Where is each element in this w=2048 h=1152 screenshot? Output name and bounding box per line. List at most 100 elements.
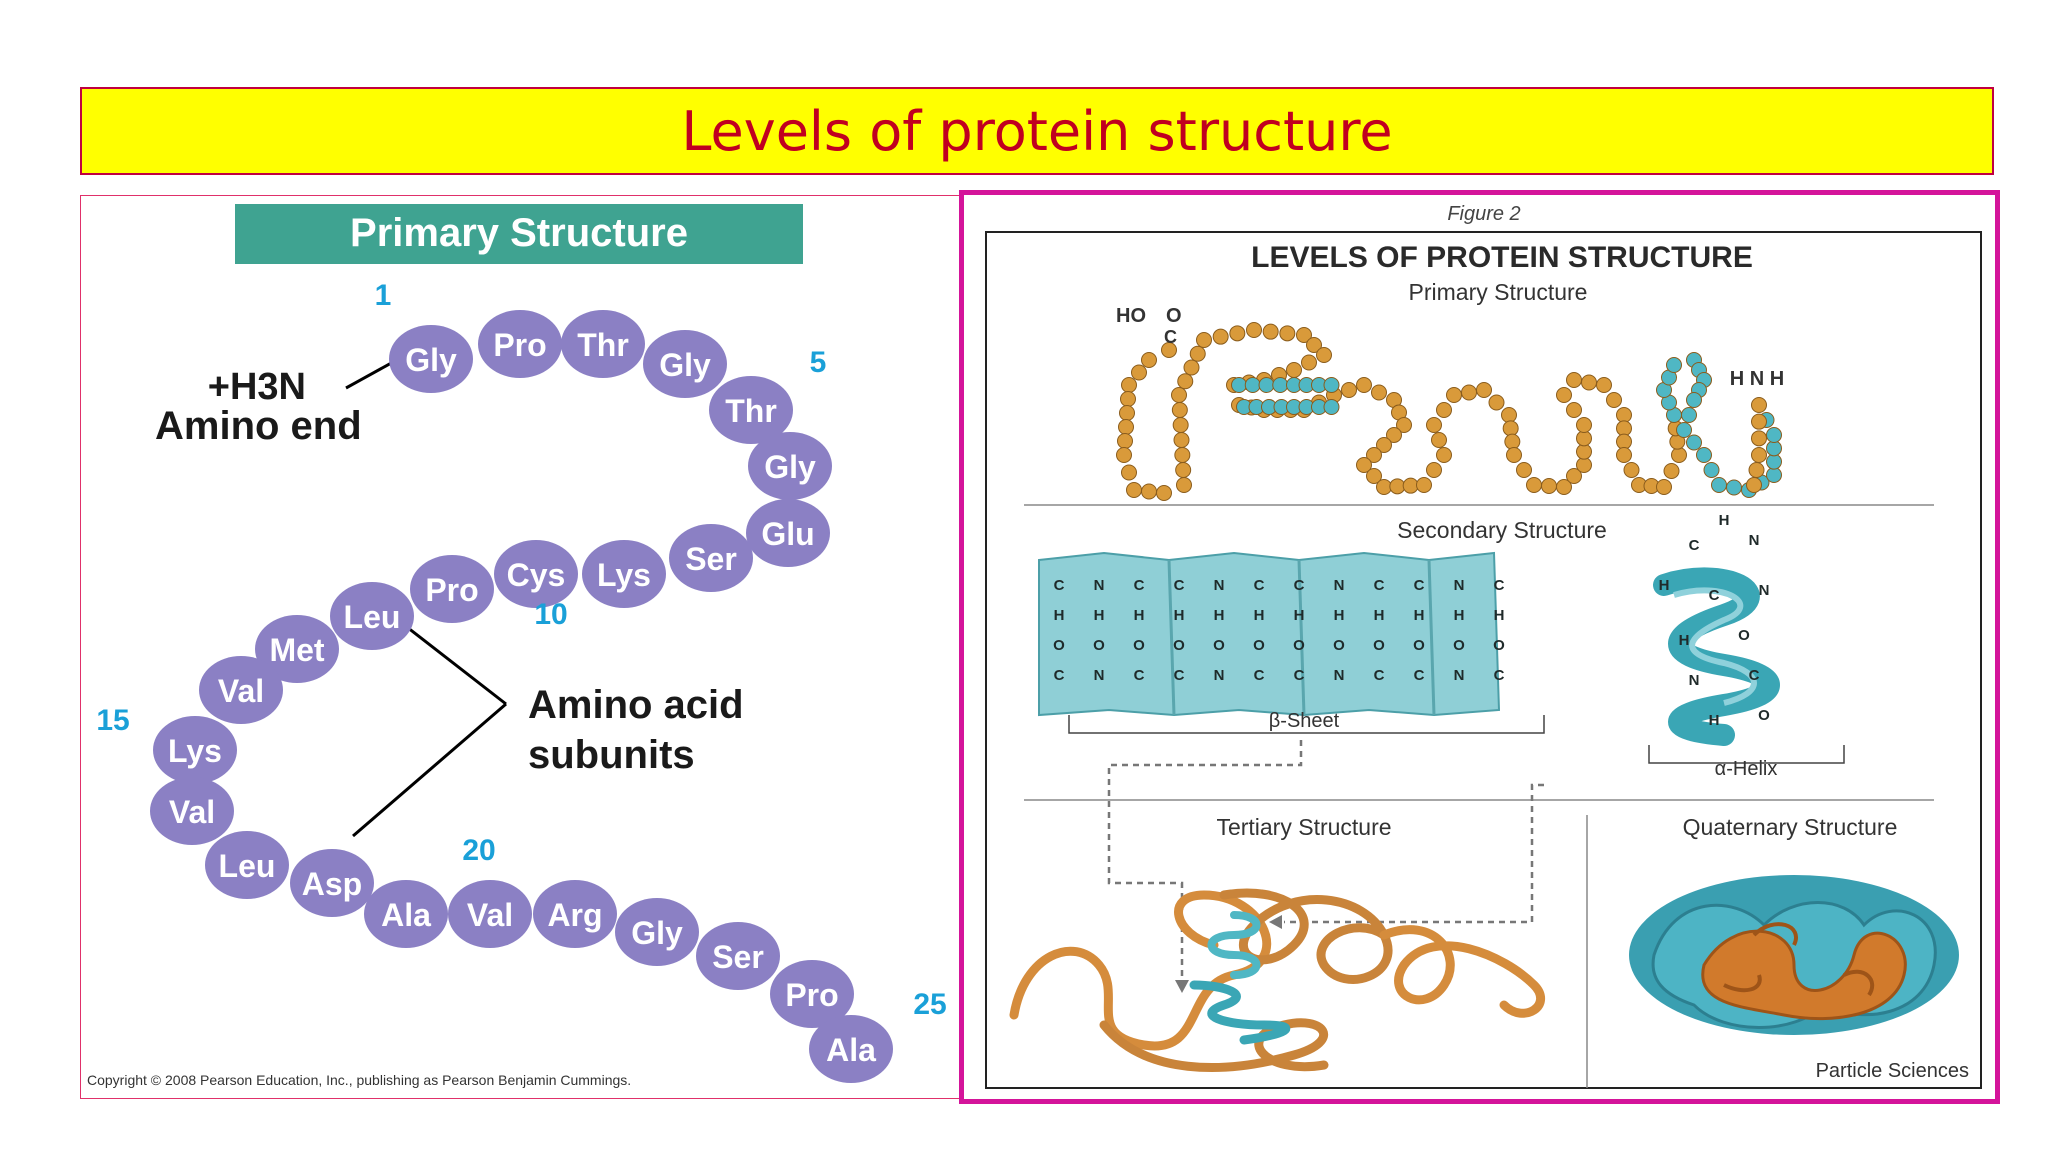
residue-number-1: 1: [375, 279, 392, 312]
carboxyl-oxygen: O: [1166, 305, 1182, 327]
secondary-structure-label: Secondary Structure: [1397, 517, 1607, 543]
primary-heading: Primary Structure: [350, 211, 688, 255]
residue-bead: [533, 880, 617, 948]
residue-label: Leu: [344, 599, 401, 635]
beta-atom: O: [1053, 637, 1065, 654]
residue-bead: [410, 555, 494, 623]
helix-atom: H: [1709, 712, 1720, 729]
chain-bead: [1501, 407, 1517, 423]
chain-bead: [1286, 362, 1302, 378]
residue-label: Gly: [659, 347, 711, 383]
chain-bead: [1696, 447, 1712, 463]
chain-bead: [1671, 447, 1687, 463]
chain-bead: [1126, 482, 1142, 498]
chain-bead: [1173, 432, 1190, 448]
chain-bead: [1172, 417, 1189, 433]
chain-bead: [1177, 373, 1194, 390]
chain-bead: [1371, 384, 1387, 401]
beta-atom: O: [1133, 637, 1145, 654]
chain-bead: [1389, 478, 1406, 495]
beta-atom: H: [1494, 607, 1505, 624]
primary-structure-label: Primary Structure: [1409, 279, 1588, 305]
chain-bead: [1426, 417, 1442, 433]
beta-atom: C: [1294, 577, 1305, 594]
chain-bead: [1566, 468, 1582, 484]
residue-bead: [255, 615, 339, 683]
chain-bead: [1502, 420, 1519, 437]
residue-label: Met: [269, 632, 324, 668]
figure-frame: [985, 231, 1982, 1089]
beta-atom: H: [1134, 607, 1145, 624]
subunit-pointer-lower: [352, 702, 507, 838]
levels-figure: Figure 2 LEVELS OF PROTEIN STRUCTURE Pri…: [985, 203, 1982, 1089]
quaternary-orange-subunit: [1701, 929, 1907, 1021]
chain-bead: [1766, 453, 1782, 470]
beta-sheet-bracket: [1068, 715, 1545, 734]
chain-bead: [1576, 417, 1592, 433]
chain-bead: [1751, 447, 1767, 463]
chain-bead: [1212, 328, 1229, 345]
chain-bead: [1488, 394, 1505, 411]
helix-atom: H: [1659, 577, 1670, 594]
chain-bead: [1356, 457, 1372, 473]
chain-bead: [1175, 462, 1192, 478]
chain-bead: [1376, 479, 1392, 495]
residue-bead: [150, 777, 234, 845]
beta-atom: O: [1413, 637, 1425, 654]
chain-bead: [1748, 462, 1765, 478]
chain-bead: [1386, 427, 1402, 443]
beta-atom: C: [1374, 577, 1385, 594]
chain-bead: [1272, 377, 1289, 393]
chain-bead: [1376, 437, 1392, 453]
helix-connector-arrowhead: [1269, 915, 1282, 929]
chain-bead: [1766, 427, 1782, 443]
helix-atom: C: [1749, 667, 1760, 684]
beta-atom: H: [1254, 607, 1265, 624]
residue-bead: [290, 849, 374, 917]
primary-heading-bg: [235, 204, 803, 264]
residue-number-15: 15: [96, 704, 129, 737]
chain-bead: [1161, 342, 1177, 358]
chain-bead: [1751, 430, 1767, 447]
chain-bead: [1541, 478, 1557, 494]
beta-atom: C: [1414, 577, 1425, 594]
subunits-label-line2: subunits: [528, 733, 695, 777]
chain-bead: [1686, 392, 1702, 408]
beta-atom: C: [1054, 667, 1065, 684]
slide-title: Levels of protein structure: [681, 99, 1393, 163]
chain-bead: [1516, 462, 1532, 478]
residue-bead: [748, 432, 832, 500]
helix-atom: C: [1689, 537, 1700, 554]
chain-bead: [1141, 352, 1157, 368]
chain-bead: [1746, 477, 1762, 493]
chain-bead: [1174, 447, 1191, 463]
beta-atom: H: [1334, 607, 1345, 624]
beta-atom: O: [1293, 637, 1305, 654]
tertiary-structure-ribbon: [1009, 888, 1545, 1072]
residue-bead: [153, 716, 237, 784]
beta-atom: H: [1294, 607, 1305, 624]
chain-bead: [1279, 325, 1296, 342]
chain-bead: [1504, 433, 1521, 450]
chain-bead: [1656, 479, 1672, 495]
chain-bead: [1196, 332, 1212, 348]
chain-bead: [1616, 447, 1632, 463]
beta-atom: O: [1493, 637, 1505, 654]
alpha-helix-highlight: [1673, 587, 1757, 706]
residue-bead: [809, 1015, 893, 1083]
residue-label: Thr: [577, 327, 629, 363]
primary-chain: [1116, 322, 1782, 501]
residue-bead: [330, 582, 414, 650]
beta-atom: N: [1454, 667, 1465, 684]
levels-figure-panel: Figure 2 LEVELS OF PROTEIN STRUCTURE Pri…: [959, 190, 2000, 1104]
helix-atom: H: [1679, 632, 1690, 649]
chain-bead: [1556, 479, 1572, 495]
chain-bead: [1686, 434, 1702, 451]
chain-bead: [1323, 377, 1340, 393]
beta-atom: N: [1454, 577, 1465, 594]
chain-bead: [1356, 377, 1372, 393]
chain-bead: [1576, 430, 1592, 447]
